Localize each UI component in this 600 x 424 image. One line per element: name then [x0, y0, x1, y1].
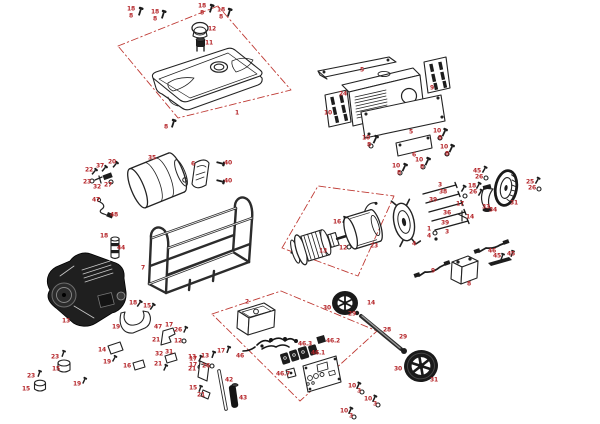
muffler-heat-shield: [191, 159, 210, 189]
top-cover-bar: [317, 56, 397, 80]
mount-bracket-c: [161, 352, 204, 372]
rear-flat-panel: [360, 94, 446, 139]
wiring-harness: [242, 337, 298, 352]
handle-rod: [217, 369, 228, 411]
brush-holder: [340, 180, 485, 250]
axle-rod: [359, 314, 407, 354]
engine: [46, 252, 127, 327]
wheel-right: [493, 169, 519, 207]
stand-bracket: [459, 164, 494, 212]
wheel-front: [332, 291, 360, 316]
alternator-end-bracket: [390, 198, 422, 248]
fuel-tank-dashed-box: [117, 5, 292, 119]
panel-back-box: [236, 302, 276, 336]
outlet-sockets: [280, 334, 326, 365]
side-vent-panel-left: [324, 89, 352, 128]
frame: [147, 196, 254, 295]
rotor: [290, 229, 350, 266]
axle-bolt-pairs: [346, 380, 381, 420]
mount-bracket-a: [80, 341, 146, 385]
wheel-rear: [404, 349, 438, 383]
handle-grip: [228, 383, 239, 408]
rubber-foot: [57, 349, 71, 373]
connector-block: [285, 367, 297, 379]
through-bolts: [422, 181, 470, 241]
battery-hold-bar: [488, 249, 516, 266]
fuel-tank: [151, 47, 263, 111]
wheel-right-bolts: [533, 175, 542, 192]
fuel-cap: [191, 21, 209, 39]
engine-guard: [119, 310, 151, 334]
small-plate: [395, 134, 433, 157]
fuel-strainer: [195, 37, 206, 52]
engine-bolts: [135, 298, 157, 312]
rubber-foot-2: [33, 369, 47, 392]
panel-left-bracket: [196, 344, 232, 400]
spark-plug-wire: [96, 197, 114, 219]
mount-bracket-b: [160, 325, 189, 346]
petcock-assembly: [89, 159, 120, 185]
battery-cable-negative: [413, 260, 451, 278]
panel-faceplate: [302, 355, 342, 393]
muffler-bolts: [215, 159, 227, 186]
frame-inner-line: [148, 207, 253, 285]
battery-cable-positive: [473, 239, 510, 254]
stator: [343, 201, 383, 250]
alternator-dashed-box: [281, 185, 395, 277]
side-vent-panel-right: [423, 56, 451, 94]
battery: [450, 255, 479, 285]
vibration-mount: [110, 236, 120, 260]
muffler: [127, 152, 188, 209]
